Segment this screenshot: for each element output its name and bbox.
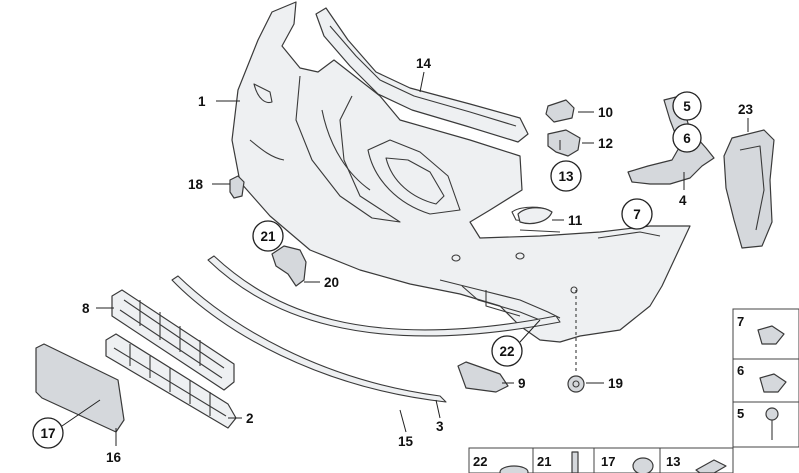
callout-16: 16 [106, 450, 122, 465]
callout-6: 6 [683, 131, 691, 146]
legend-22: 22 [473, 454, 487, 469]
wheel-arch-cover-23 [723, 129, 775, 249]
callout-7: 7 [633, 207, 641, 222]
legend-17: 17 [601, 454, 615, 469]
clip-nut-7-icon [757, 325, 785, 345]
callout-labels: 1 14 10 12 11 4 23 18 20 8 2 3 15 9 19 1… [82, 56, 754, 465]
legend-21: 21 [537, 454, 551, 469]
legend-right-column: 7 6 5 [732, 308, 799, 448]
callout-5: 5 [683, 99, 691, 114]
clip-18 [229, 175, 245, 199]
plug-22-icon [499, 465, 529, 473]
sensor-19 [567, 290, 585, 393]
bracket-20 [271, 245, 307, 287]
callout-3: 3 [436, 419, 444, 434]
tow-hook-cover-11 [517, 207, 553, 225]
callout-13: 13 [558, 169, 574, 184]
strip-15 [207, 255, 561, 337]
legend-6: 6 [737, 363, 744, 378]
legend-7: 7 [737, 314, 744, 329]
expansion-rivet-17-icon [632, 457, 654, 473]
bracket-10 [545, 99, 575, 123]
callout-10: 10 [598, 105, 613, 120]
callout-23: 23 [738, 102, 754, 117]
grille-8 [111, 289, 235, 391]
callout-1: 1 [198, 94, 206, 109]
screw-5-icon [765, 407, 779, 421]
callout-22: 22 [499, 344, 514, 359]
callout-11: 11 [568, 213, 583, 228]
upper-carrier-strip [315, 7, 529, 143]
plate-holder-16 [35, 343, 125, 433]
leader-lines [61, 71, 749, 446]
callout-4: 4 [679, 193, 687, 208]
legend-bottom-row: 22 21 17 13 [468, 447, 734, 473]
callout-9: 9 [518, 376, 526, 391]
circled-callouts: 5 6 13 7 21 22 17 [32, 91, 702, 449]
callout-15: 15 [398, 434, 414, 449]
fog-cover-9 [457, 361, 509, 393]
callout-20: 20 [324, 275, 339, 290]
callout-18: 18 [188, 177, 204, 192]
bracket-12 [547, 129, 581, 157]
callout-12: 12 [598, 136, 613, 151]
callout-19: 19 [608, 376, 623, 391]
clip-nut-6-icon [759, 373, 787, 393]
bumper-cover [231, 1, 691, 343]
callout-2: 2 [246, 411, 254, 426]
callout-21: 21 [260, 229, 276, 244]
legend-5: 5 [737, 406, 744, 421]
strip-3 [171, 275, 447, 403]
callout-8: 8 [82, 301, 90, 316]
rivet-21-icon [571, 451, 579, 473]
callout-17: 17 [40, 426, 55, 441]
legend-13: 13 [666, 454, 680, 469]
callout-14: 14 [416, 56, 432, 71]
